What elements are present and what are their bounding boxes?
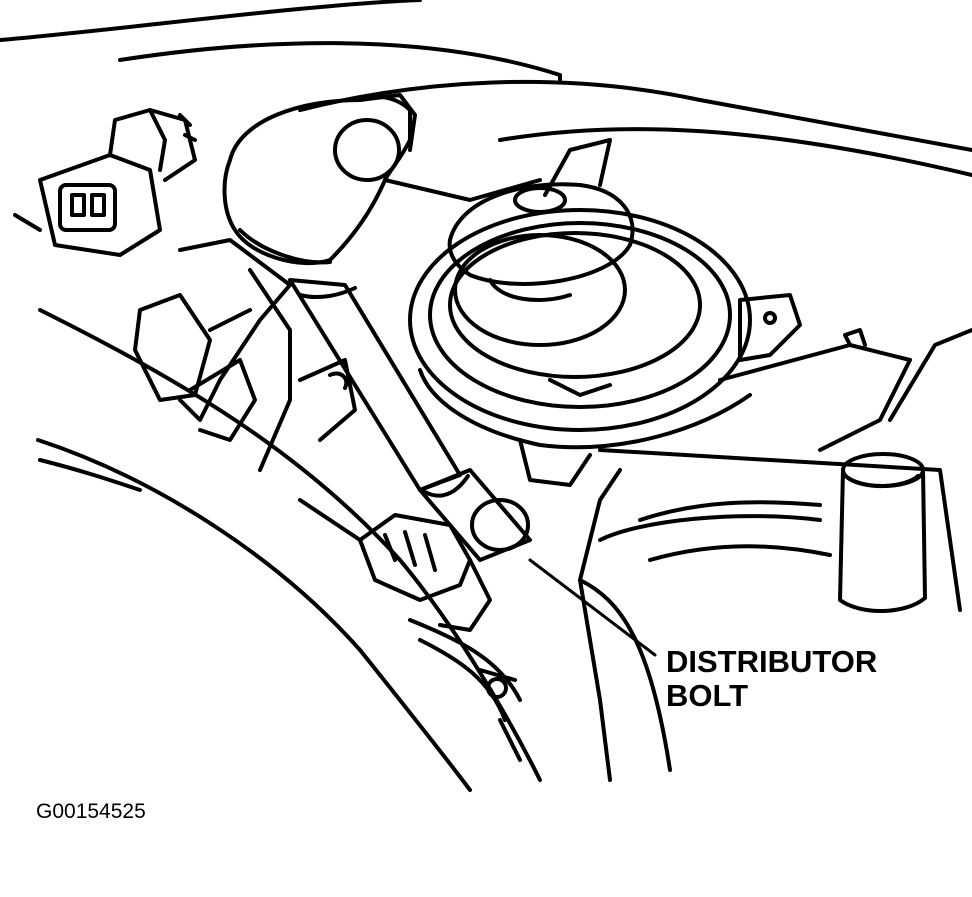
callout-leader-line xyxy=(528,558,657,657)
sensor-connector xyxy=(298,498,492,632)
distributor-rod xyxy=(288,278,532,562)
callout-line-2: BOLT xyxy=(666,678,749,713)
engine-bracket xyxy=(133,238,357,472)
electrical-connector xyxy=(13,108,197,257)
valve-cover xyxy=(578,328,972,782)
oil-filler-tube xyxy=(838,452,927,613)
distributor-bolt-label: DISTRIBUTOR BOLT xyxy=(666,645,877,713)
coil-wire-arm xyxy=(222,93,542,266)
distributor-cap xyxy=(408,138,802,487)
lower-engine-components xyxy=(408,618,522,762)
callout-line-1: DISTRIBUTOR xyxy=(666,644,878,679)
figure-id: G00154525 xyxy=(36,800,146,823)
cowl-outline xyxy=(0,0,972,177)
